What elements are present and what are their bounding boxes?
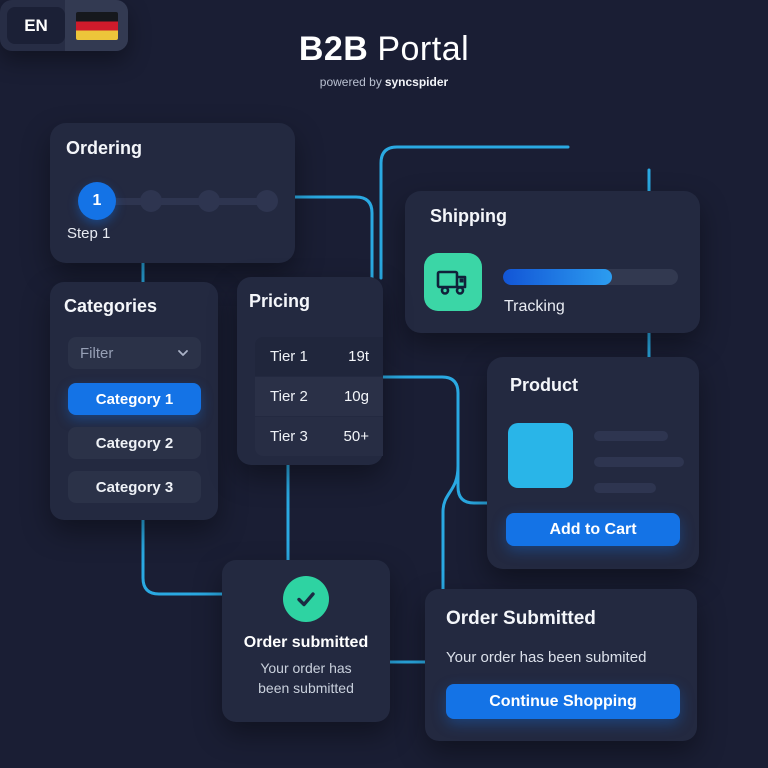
order-stepper[interactable]: 1 (68, 182, 278, 220)
product-image-placeholder (508, 423, 573, 488)
brand-bold: B2B (298, 30, 369, 68)
tracking-label: Tracking (504, 298, 565, 315)
shipping-card: Shipping Tracking (405, 191, 700, 333)
wire-ordering-to-pricing (293, 195, 374, 280)
chevron-down-icon (178, 350, 188, 356)
brand-light: Portal (377, 30, 470, 68)
language-code[interactable]: EN (7, 7, 65, 44)
tier-value: 50+ (343, 428, 369, 445)
tier-label: Tier 1 (270, 348, 308, 365)
submitted-message: Your order has been submited (446, 649, 647, 666)
powered-brand: syncspider (384, 75, 449, 89)
step-dot-1[interactable]: 1 (78, 182, 116, 220)
tier-value: 10g (343, 388, 369, 405)
tier-label: Tier 3 (270, 428, 308, 445)
product-title: Product (510, 375, 579, 395)
step-dot-2[interactable] (140, 190, 162, 212)
product-card: Product Add to Cart (487, 357, 699, 569)
step-dot-3[interactable] (198, 190, 220, 212)
truck-icon (424, 253, 482, 311)
pricing-card: Pricing Tier 1 19t Tier 2 10g Tier 3 50+ (237, 277, 383, 465)
flag-cell[interactable] (65, 0, 128, 51)
category-button-1[interactable]: Category 1 (68, 383, 201, 415)
categories-card: Categories Filter Category 1 Category 2 … (50, 282, 218, 520)
check-icon (283, 576, 329, 622)
category-button-2[interactable]: Category 2 (68, 427, 201, 459)
add-to-cart-button[interactable]: Add to Cart (506, 513, 680, 546)
category-button-3[interactable]: Category 3 (68, 471, 201, 503)
tier-value: 19t (348, 348, 369, 365)
tracking-progress-fill (503, 269, 612, 285)
step-dot-4[interactable] (256, 190, 278, 212)
german-flag-icon (75, 11, 118, 40)
text-skeleton-line (594, 483, 656, 493)
wire-junction-to-submitted (441, 464, 460, 591)
filter-placeholder: Filter (80, 344, 114, 362)
text-skeleton-line (594, 457, 684, 467)
confirmation-message-line1: Your order has (260, 660, 352, 676)
step-label: Step 1 (67, 225, 111, 242)
tracking-progress-bar (503, 269, 678, 285)
confirmation-title: Order submitted (243, 634, 369, 651)
filter-dropdown[interactable]: Filter (68, 337, 201, 369)
tier-label: Tier 2 (270, 388, 308, 405)
order-submitted-panel: Order Submitted Your order has been subm… (425, 589, 697, 741)
shipping-title: Shipping (430, 206, 507, 226)
stepper-track (98, 198, 276, 205)
tier-row-2[interactable]: Tier 2 10g (255, 377, 383, 416)
powered-prefix: powered by (319, 75, 382, 89)
tier-row-3[interactable]: Tier 3 50+ (255, 417, 383, 456)
text-skeleton-line (594, 431, 668, 441)
continue-shopping-button[interactable]: Continue Shopping (446, 684, 680, 719)
pricing-title: Pricing (249, 291, 311, 311)
wire-categories-to-confirmation (141, 518, 224, 596)
wire-pricing-to-product (381, 375, 489, 505)
language-selector[interactable]: EN (0, 0, 128, 51)
ordering-card: Ordering 1 Step 1 (50, 123, 295, 263)
submitted-title: Order Submitted (446, 608, 596, 629)
ordering-title: Ordering (66, 138, 143, 158)
confirmation-message: Your order has been submitted (222, 658, 390, 698)
step-number: 1 (92, 192, 102, 209)
tier-row-1[interactable]: Tier 1 19t (255, 337, 383, 376)
categories-title: Categories (64, 296, 158, 316)
confirmation-message-line2: been submitted (258, 680, 354, 696)
order-confirmation-card: Order submitted Your order has been subm… (222, 560, 390, 722)
